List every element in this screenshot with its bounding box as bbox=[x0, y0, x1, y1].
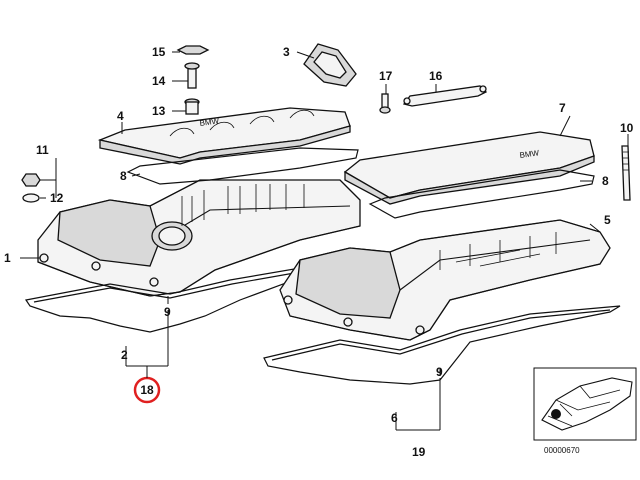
bracket-and-bolt bbox=[379, 85, 488, 114]
callout-1: 1 bbox=[4, 251, 11, 265]
grommet bbox=[303, 43, 357, 87]
leader-lines bbox=[20, 51, 629, 431]
diagram-reference-number: 00000670 bbox=[544, 446, 580, 455]
callout-12: 12 bbox=[50, 191, 64, 205]
callout-2: 2 bbox=[121, 348, 128, 362]
cylinder-head-cover-left bbox=[37, 179, 361, 297]
cylinder-head-cover-right bbox=[279, 219, 611, 341]
callout-11: 11 bbox=[36, 143, 49, 157]
decorative-cover-right: BMW bbox=[343, 131, 595, 205]
nut-and-washer bbox=[21, 173, 41, 203]
svg-text:BMW: BMW bbox=[519, 148, 540, 160]
callout-15: 15 bbox=[152, 45, 166, 59]
decorative-cover-left: BMW bbox=[97, 107, 351, 165]
callout-19: 19 bbox=[412, 445, 426, 459]
callout-16: 16 bbox=[429, 69, 443, 83]
cover-seal-left bbox=[126, 147, 359, 185]
callout-5: 5 bbox=[604, 213, 611, 227]
svg-text:BMW: BMW bbox=[199, 116, 220, 128]
callout-labels: 1 2 3 4 5 6 7 8 8 9 9 10 11 12 13 14 15 … bbox=[4, 45, 634, 459]
gasket-right bbox=[263, 305, 621, 385]
fastener-stack bbox=[176, 45, 210, 115]
callout-7: 7 bbox=[559, 101, 566, 115]
callout-4: 4 bbox=[117, 109, 124, 123]
callout-8-right: 8 bbox=[602, 174, 609, 188]
callout-6: 6 bbox=[391, 411, 398, 425]
callout-18: 18 bbox=[140, 383, 154, 397]
engine-location-dot bbox=[551, 409, 561, 419]
vehicle-location-inset bbox=[533, 367, 637, 441]
callout-10: 10 bbox=[620, 121, 634, 135]
callout-3: 3 bbox=[283, 45, 290, 59]
callout-9-right: 9 bbox=[436, 365, 443, 379]
callout-13: 13 bbox=[152, 104, 166, 118]
callout-9-left: 9 bbox=[164, 305, 171, 319]
gasket-left bbox=[24, 267, 312, 333]
stud bbox=[621, 145, 631, 201]
cover-seal-right bbox=[368, 169, 595, 219]
callout-17: 17 bbox=[379, 69, 393, 83]
callout-14: 14 bbox=[152, 74, 166, 88]
callout-18-highlight: 18 bbox=[133, 376, 161, 404]
callout-8-left: 8 bbox=[120, 169, 127, 183]
